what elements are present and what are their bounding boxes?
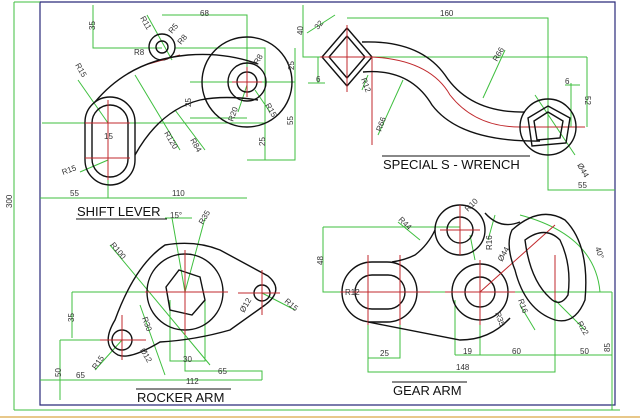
rocker-hex-hole <box>165 269 206 316</box>
dimension-label: 112 <box>186 377 199 386</box>
dimension-label: 55 <box>70 189 79 198</box>
gear-arm-curved-slot-outer <box>508 213 587 322</box>
gear-arm-curved-slot-inner <box>524 231 570 303</box>
rocker-arm-drawing: 15° R35 R100 Ø12 R15 35 R30 R15 Ø12 30 6… <box>40 208 300 405</box>
rocker-arm-outline <box>107 242 277 357</box>
wrench-hex-boss <box>519 98 577 156</box>
overall-dimension-lines <box>13 1 620 411</box>
dimension-label: 35 <box>67 313 76 322</box>
dimension-label: 55 <box>578 181 587 190</box>
dimension-label: 65 <box>76 371 85 380</box>
dimension-label: 50 <box>54 368 63 377</box>
dimension-label: 85 <box>603 343 612 352</box>
shift-lever-title: SHIFT LEVER <box>77 204 161 219</box>
dimension-label: 25 <box>380 349 389 358</box>
dimension-label: 25 <box>287 61 296 70</box>
dimension-label: 160 <box>440 9 454 18</box>
dimension-label: 25 <box>184 98 193 107</box>
dimension-label: 15 <box>104 132 113 141</box>
dimension-label: 6 <box>565 77 570 86</box>
dimension-label: 52 <box>583 96 592 105</box>
dimension-label: 25 <box>258 137 267 146</box>
dimension-label: R16 <box>485 235 494 250</box>
dimension-label: 65 <box>218 367 227 376</box>
dimension-label: 15° <box>170 211 182 220</box>
dimension-label: 6 <box>316 75 321 84</box>
drawing-border <box>39 1 616 406</box>
dimension-label: 68 <box>200 9 209 18</box>
gear-arm-drawing: R44 R10 48 R12 R16 Ø44 40° R16 R35 R22 2… <box>316 196 613 410</box>
dimension-label: 35 <box>88 21 97 30</box>
dimension-label: 30 <box>183 355 192 364</box>
wrench-pentagon-outer <box>527 105 571 147</box>
dimension-label: 148 <box>456 363 470 372</box>
dimension-label: 48 <box>316 256 325 265</box>
special-s-wrench-title: SPECIAL S - WRENCH <box>383 157 520 172</box>
dimension-label: 40 <box>296 26 305 35</box>
dimension-label: 50 <box>580 347 589 356</box>
dimension-label: 110 <box>172 189 185 198</box>
rocker-arm-title: ROCKER ARM <box>137 390 224 405</box>
dimension-label: 19 <box>463 347 472 356</box>
dimension-label: 60 <box>512 347 521 356</box>
gear-arm-title: GEAR ARM <box>393 383 462 398</box>
dimension-label: 55 <box>286 116 295 125</box>
dimension-label: R8 <box>134 48 145 57</box>
wrench-pentagon-inner <box>533 111 564 141</box>
overall-height-dim: 300 <box>5 194 14 208</box>
shift-lever-drawing: 68 35 R11 R5 R8 R8 R15 R8 25 25 R20 R15 … <box>40 5 296 220</box>
dimension-label: 40° <box>593 246 606 260</box>
dimension-label: R12 <box>345 288 360 297</box>
lever-slot-outer <box>84 96 136 186</box>
lever-slot-inner <box>91 104 129 178</box>
